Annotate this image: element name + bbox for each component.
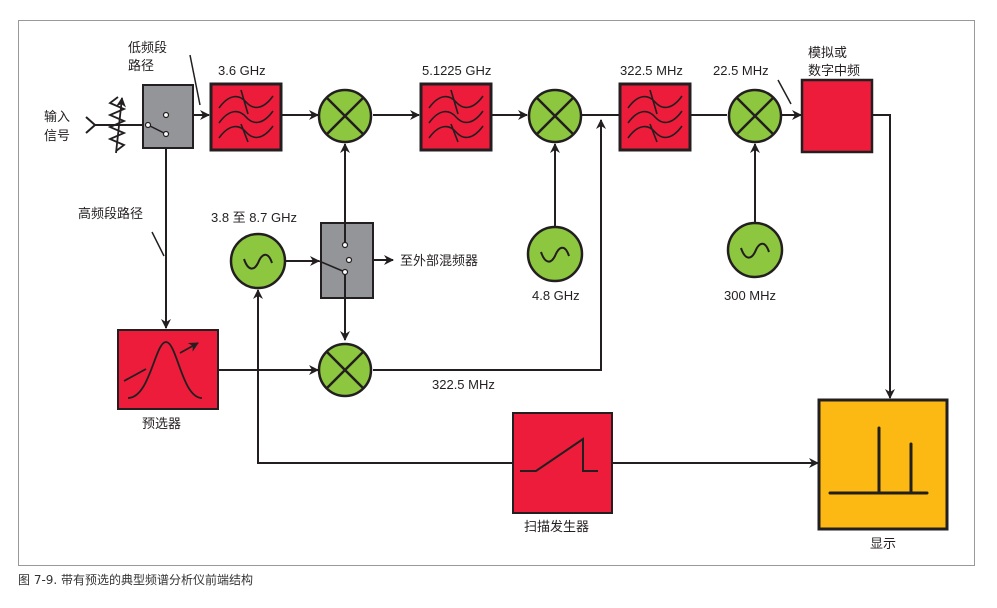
leader-if [777,79,792,105]
to-external-mixer-label: 至外部混频器 [400,254,478,269]
bandpass-filter-5.1225ghz [419,82,493,152]
filter2-freq-label: 5.1225 GHz [422,63,491,78]
mixer-cross [326,97,364,135]
leader-high-band [151,231,165,257]
mixer-3-icon [727,88,783,144]
wire-if-to-display [872,114,895,399]
input-connector-icon [85,116,97,134]
sawtooth-icon [520,437,598,472]
wire-sweep-to-lo1 [253,289,513,464]
filter3-freq-label: 322.5 MHz [620,63,683,78]
display-label: 显示 [870,537,896,552]
wire-mixer4-to-ifline [373,119,606,371]
mixer-2-icon [527,88,583,144]
low-band-path-label-2: 路径 [128,58,154,74]
preselector-label: 预选器 [142,417,181,432]
figure-frame [18,20,975,566]
mixer-cross [326,351,364,389]
figure-caption: 图 7-9. 带有预选的典型频谱分析仪前端结构 [18,573,254,587]
local-oscillator-2-icon [526,225,584,283]
spectrum-peaks-icon [828,426,929,495]
lo1-range-label: 3.8 至 8.7 GHz [211,210,297,225]
local-oscillator-3-icon [726,221,784,279]
lo-switch [318,222,374,299]
bandpass-filter-322.5mhz [618,82,692,152]
lo3-freq-label: 300 MHz [724,288,776,303]
mixer-4-icon [317,342,373,398]
signal-wires [95,54,895,468]
labels: 输入 信号 低频段 路径 高频段路径 3.6 GHz 5.1225 GHz 32… [44,41,896,552]
mixer-cross [536,97,574,135]
high-band-path-label: 高频段路径 [78,206,143,222]
if-output-label-2: 数字中频 [808,64,860,79]
leader-low-band [189,54,201,106]
variable-attenuator-icon [107,96,127,154]
tuning-arrow-icon [123,368,147,382]
bandpass-filter-icon [428,89,484,143]
local-oscillator-1-icon [229,232,287,290]
preselector-path-freq-label: 322.5 MHz [432,377,495,392]
sine-wave-icon [243,253,273,270]
input-signal-label-1: 输入 [44,109,70,125]
sweep-generator-label: 扫描发生器 [524,519,589,535]
preselector-block [117,329,219,410]
display-block [817,398,949,531]
sweep-generator-block [512,412,613,514]
bandpass-filter-icon [218,89,274,143]
bandpass-curve-icon [127,341,203,399]
mixer-cross [736,97,774,135]
bandpass-filter-3.6ghz [209,82,283,152]
mixer3-out-freq-label: 22.5 MHz [713,63,769,78]
if-output-block [800,78,874,154]
filter1-freq-label: 3.6 GHz [218,63,266,78]
if-output-label-1: 模拟或 [808,46,847,61]
input-switch [142,84,194,149]
sine-wave-icon [740,242,770,259]
low-band-path-label-1: 低频段 [128,41,167,56]
lo2-freq-label: 4.8 GHz [532,288,580,303]
sine-wave-icon [540,246,570,263]
input-signal-label-2: 信号 [44,129,70,144]
bandpass-filter-icon [627,89,683,143]
mixer-1-icon [317,88,373,144]
